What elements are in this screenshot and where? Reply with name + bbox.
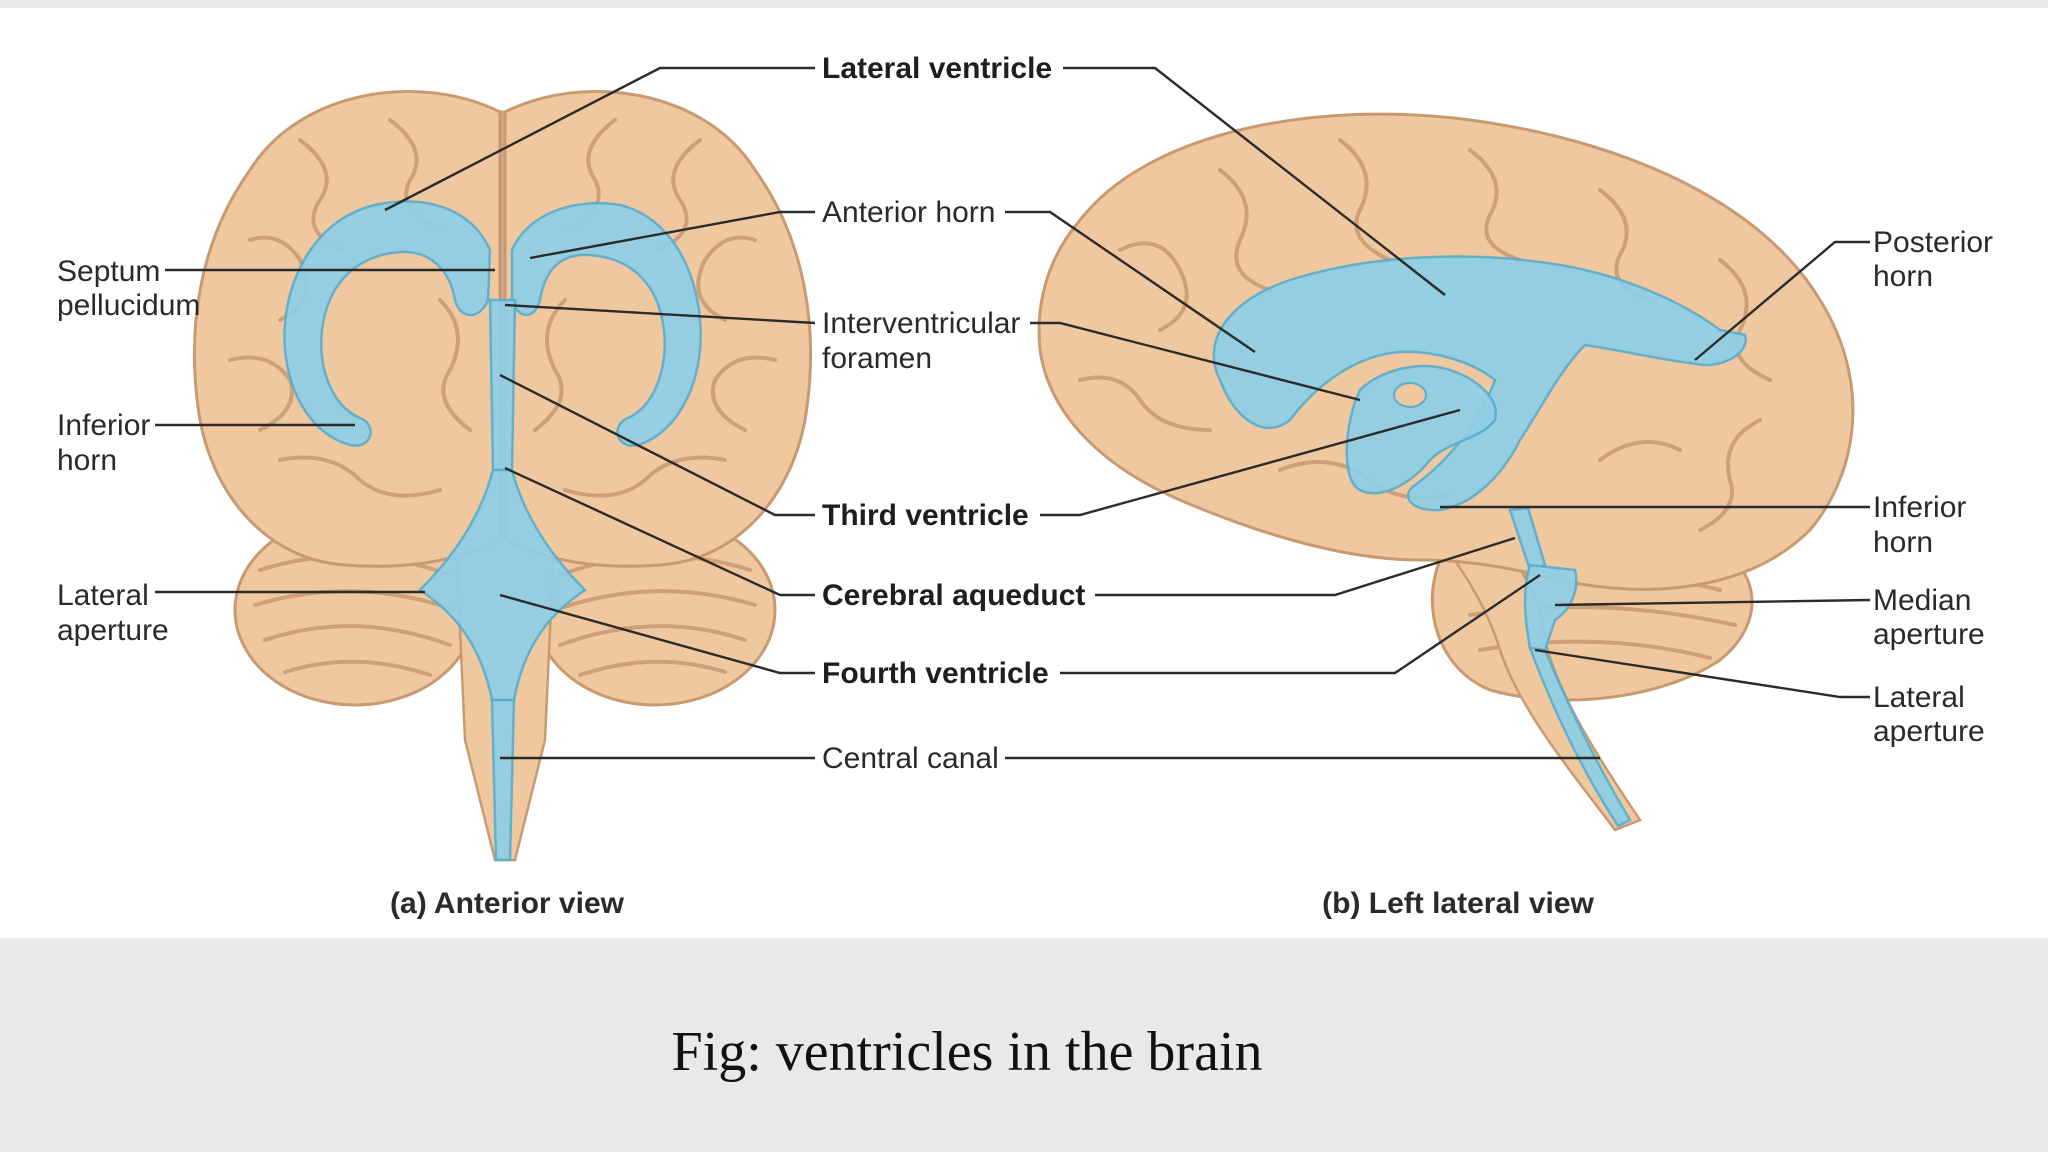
lateral-ventricle-left	[283, 200, 492, 447]
lateral-ventricle-right	[510, 201, 702, 447]
label-interventricular-line2: foramen	[822, 342, 932, 375]
label-septum-line2: pellucidum	[57, 289, 200, 322]
third-ventricle-lateral	[1345, 364, 1498, 495]
figure-caption: Fig: ventricles in the brain	[672, 1021, 1263, 1083]
leader-lines	[155, 66, 1871, 760]
central-canal-lateral	[1528, 646, 1632, 828]
cerebral-aqueduct-lateral	[1508, 506, 1547, 572]
leader-interventricular-b	[1030, 321, 1361, 402]
leader-fourth-ventricle-b	[1060, 574, 1541, 675]
label-inferior-horn-left-line2: horn	[57, 444, 117, 477]
leader-anterior-horn-b	[1005, 210, 1256, 353]
label-septum-line1: Septum	[57, 255, 160, 288]
leader-third-ventricle-a	[499, 373, 815, 517]
label-lateral-ventricle: Lateral ventricle	[822, 52, 1052, 85]
label-median-aperture-line1: Median	[1873, 584, 1971, 617]
label-interventricular-line1: Interventricular	[822, 307, 1020, 340]
label-inferior-horn-left-line1: Inferior	[57, 409, 150, 442]
caption-lateral-view: (b) Left lateral view	[1322, 887, 1594, 920]
central-canal-anterior	[490, 698, 516, 862]
label-posterior-horn-line2: horn	[1873, 260, 1933, 293]
leader-posterior-horn	[1694, 240, 1870, 361]
label-anterior-horn: Anterior horn	[822, 196, 995, 229]
label-lateral-aperture-left-line1: Lateral	[57, 579, 149, 612]
leader-lateral-ventricle-a	[384, 66, 815, 212]
label-median-aperture-line2: aperture	[1873, 618, 1985, 651]
leader-lateral-ventricle-b	[1063, 66, 1446, 296]
label-inferior-horn-right-line2: horn	[1873, 526, 1933, 559]
label-posterior-horn-line1: Posterior	[1873, 226, 1993, 259]
label-lateral-aperture-left-line2: aperture	[57, 614, 169, 647]
label-central-canal: Central canal	[822, 742, 999, 775]
lateral-ventricle-lateral	[1212, 255, 1748, 512]
label-lateral-aperture-right-line1: Lateral	[1873, 681, 1965, 714]
leader-cerebral-aqueduct-b	[1095, 536, 1516, 597]
leader-third-ventricle-b	[1040, 408, 1461, 517]
label-lateral-aperture-right-line2: aperture	[1873, 715, 1985, 748]
label-fourth-ventricle: Fourth ventricle	[822, 657, 1049, 690]
label-inferior-horn-right-line1: Inferior	[1873, 491, 1966, 524]
lateral-view-ventricles	[1212, 255, 1748, 828]
leader-anterior-horn-a	[529, 210, 815, 260]
third-ventricle-anterior	[488, 298, 517, 472]
leader-interventricular-a	[504, 303, 816, 325]
leader-median-aperture	[1554, 598, 1871, 607]
leader-cerebral-aqueduct-a	[504, 466, 815, 597]
labels: Lateral ventricle Anterior horn Interven…	[57, 52, 1993, 775]
caption-anterior-view: (a) Anterior view	[390, 887, 625, 920]
label-third-ventricle: Third ventricle	[822, 499, 1029, 532]
label-cerebral-aqueduct: Cerebral aqueduct	[822, 579, 1085, 612]
leader-lateral-aperture-right	[1534, 648, 1870, 699]
leader-fourth-ventricle-a	[499, 593, 815, 675]
interventricular-foramen-hole	[1393, 382, 1427, 408]
